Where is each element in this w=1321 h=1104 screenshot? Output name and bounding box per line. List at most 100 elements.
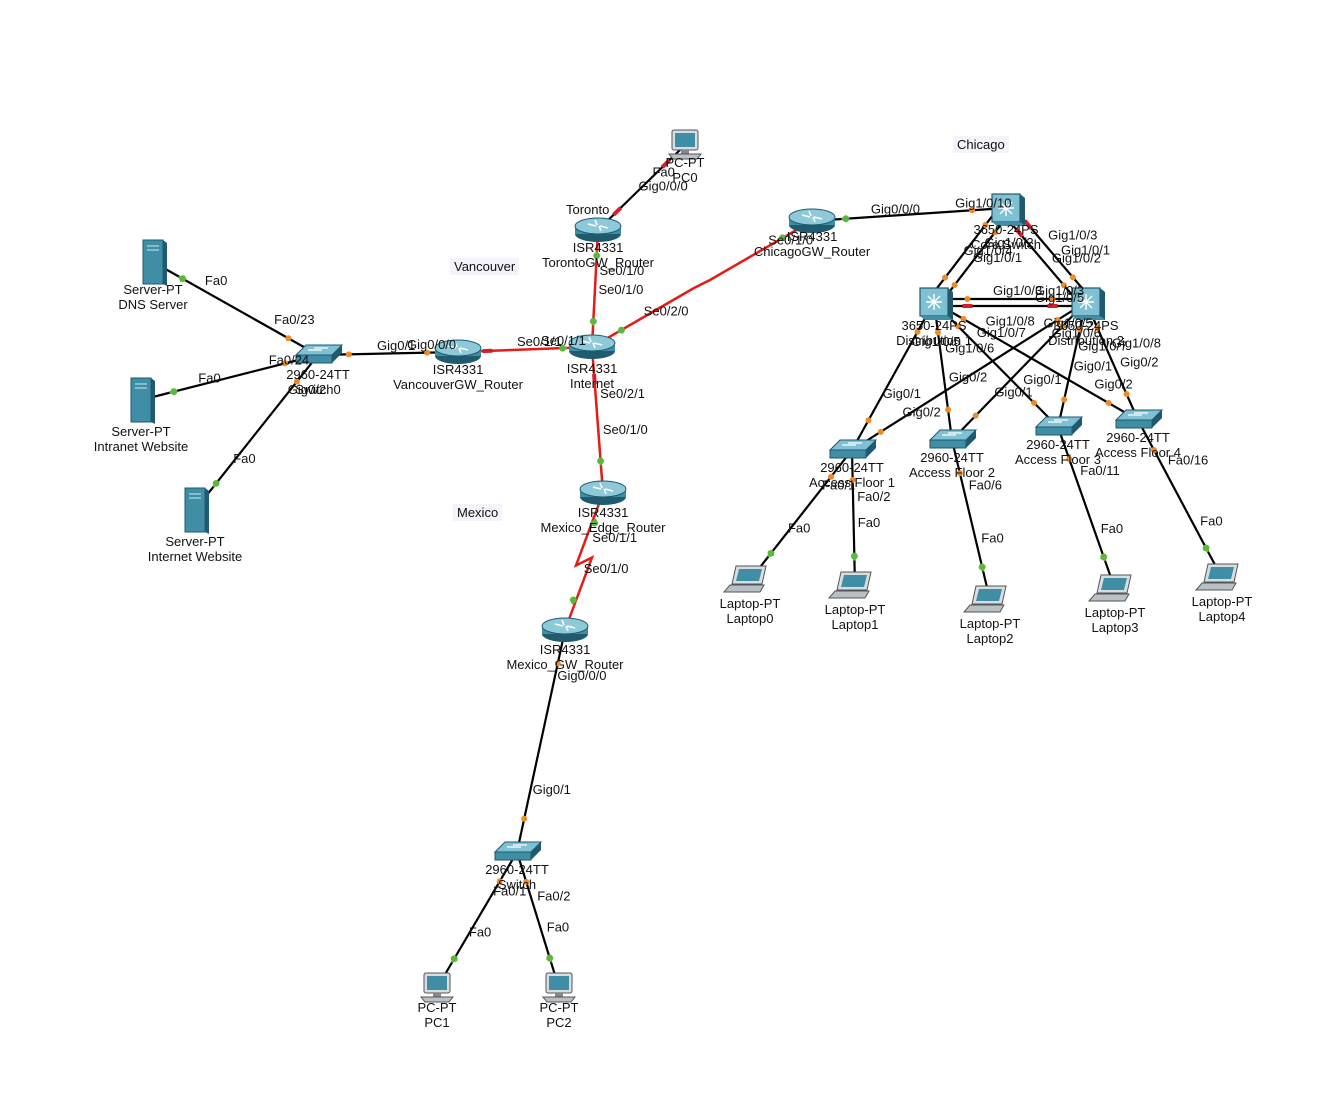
port-label: Fa0: [233, 451, 255, 466]
ethernet-link[interactable]: [1056, 426, 1117, 590]
link-light-down: [660, 158, 671, 169]
device-name-label: Laptop4: [1199, 609, 1246, 624]
link-light-pending: [960, 316, 967, 323]
link-light-down: [1014, 227, 1024, 238]
serial-link[interactable]: [563, 492, 605, 631]
ethernet-link[interactable]: [1000, 211, 1083, 307]
port-label: Fa0: [788, 521, 810, 536]
device-name-label: ChicagoGW_Router: [754, 244, 871, 259]
port-label: Fa0: [205, 273, 227, 288]
ethernet-link[interactable]: [515, 851, 561, 989]
port-label: Fa0/1: [822, 477, 855, 492]
device-model-label: ISR4331: [573, 240, 624, 255]
port-label: Gig1/0/3: [993, 283, 1042, 298]
ethernet-link[interactable]: [932, 301, 954, 441]
switch-icon: [1114, 409, 1164, 429]
link-light-pending: [914, 328, 921, 335]
port-label: Gig1/0/10: [955, 196, 1011, 211]
link-light-up: [767, 549, 775, 557]
link-light-pending: [945, 406, 952, 413]
ethernet-link[interactable]: [850, 449, 857, 587]
ethernet-link[interactable]: [749, 449, 853, 581]
ethernet-link[interactable]: [950, 439, 992, 601]
port-label: Se0/2/1: [600, 386, 645, 401]
port-label: Gig1/0/8: [1112, 336, 1161, 351]
ethernet-link[interactable]: [928, 203, 1003, 300]
link-light-up: [1202, 544, 1210, 552]
port-label: Gig0/0/0: [557, 668, 606, 683]
laptop-icon: [1194, 563, 1239, 591]
port-label: Gig1/0/2: [1052, 250, 1101, 265]
switch-icon: [493, 841, 543, 861]
ethernet-link[interactable]: [933, 301, 1059, 428]
link-light-up: [842, 215, 850, 223]
server-icon: [130, 377, 155, 424]
device-name-label: Internet Website: [148, 549, 242, 564]
ethernet-link[interactable]: [597, 144, 686, 231]
port-label: Gig0/2: [949, 369, 987, 384]
link-light-pending: [1066, 456, 1073, 463]
device-name-label: DNS Server: [118, 297, 188, 312]
device-name-label: PC1: [424, 1015, 449, 1030]
link-light-pending: [877, 428, 884, 435]
serial-link[interactable]: [590, 229, 600, 348]
ethernet-link[interactable]: [851, 301, 935, 451]
link-light-pending: [942, 274, 949, 281]
link-light-pending: [1031, 399, 1038, 406]
ethernet-link[interactable]: [515, 629, 567, 853]
serial-link[interactable]: [591, 219, 813, 349]
ethernet-link[interactable]: [933, 301, 1139, 421]
device-model-label: Laptop-PT: [960, 616, 1021, 631]
device-name-label: VancouverGW_Router: [393, 377, 523, 392]
ethernet-link[interactable]: [436, 851, 518, 989]
device-name-label: Mexico_GW_Router: [506, 657, 624, 672]
ethernet-link[interactable]: [937, 210, 1012, 307]
device-model-label: 2960-24TT: [286, 367, 350, 382]
ethernet-link[interactable]: [851, 301, 1087, 451]
ethernet-link[interactable]: [1056, 301, 1088, 428]
ethernet-link[interactable]: [1084, 301, 1140, 421]
l3-icon: [919, 287, 953, 320]
device-model-label: ISR4331: [578, 505, 629, 520]
port-label: Gig1/0/3: [1048, 228, 1097, 243]
port-label: Fa0: [1200, 513, 1222, 528]
device-model-label: Server-PT: [123, 282, 182, 297]
serial-link[interactable]: [590, 346, 605, 494]
router-icon: [568, 334, 616, 359]
port-label: Fa0: [858, 515, 880, 530]
link-light-pending: [951, 281, 958, 288]
ethernet-link[interactable]: [317, 350, 459, 357]
device-model-label: Laptop-PT: [1192, 594, 1253, 609]
port-label: Gig1/0/1: [973, 250, 1022, 265]
link-light-pending: [285, 335, 292, 342]
port-label: Fa0: [469, 925, 491, 940]
device-name-label: PC0: [672, 170, 697, 185]
